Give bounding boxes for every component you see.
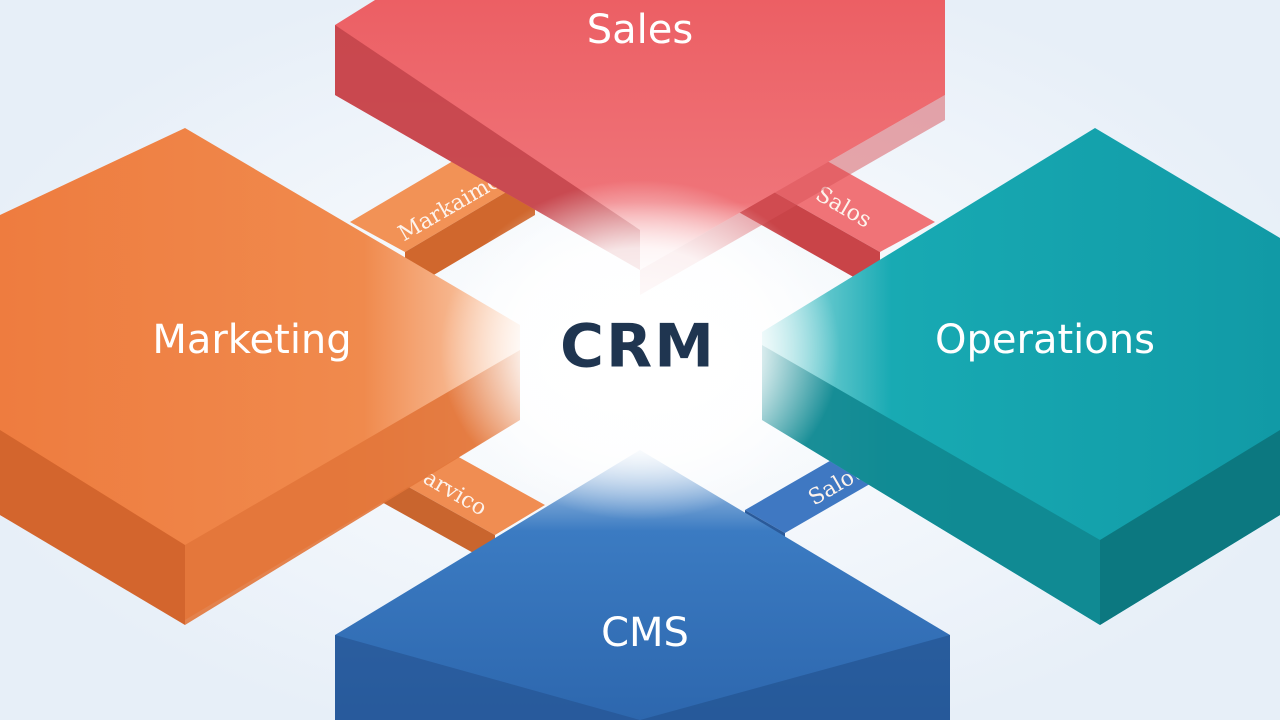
center-glow: [440, 180, 840, 520]
block-label-sales: Sales: [587, 7, 693, 53]
block-operations: Operations: [762, 128, 1280, 625]
center-label-crm: CRM: [560, 312, 716, 382]
block-cms: CMS: [335, 450, 950, 720]
block-label-marketing: Marketing: [152, 317, 351, 363]
block-marketing: Marketing: [0, 128, 520, 625]
block-label-operations: Operations: [935, 317, 1155, 363]
block-label-cms: CMS: [601, 610, 689, 656]
